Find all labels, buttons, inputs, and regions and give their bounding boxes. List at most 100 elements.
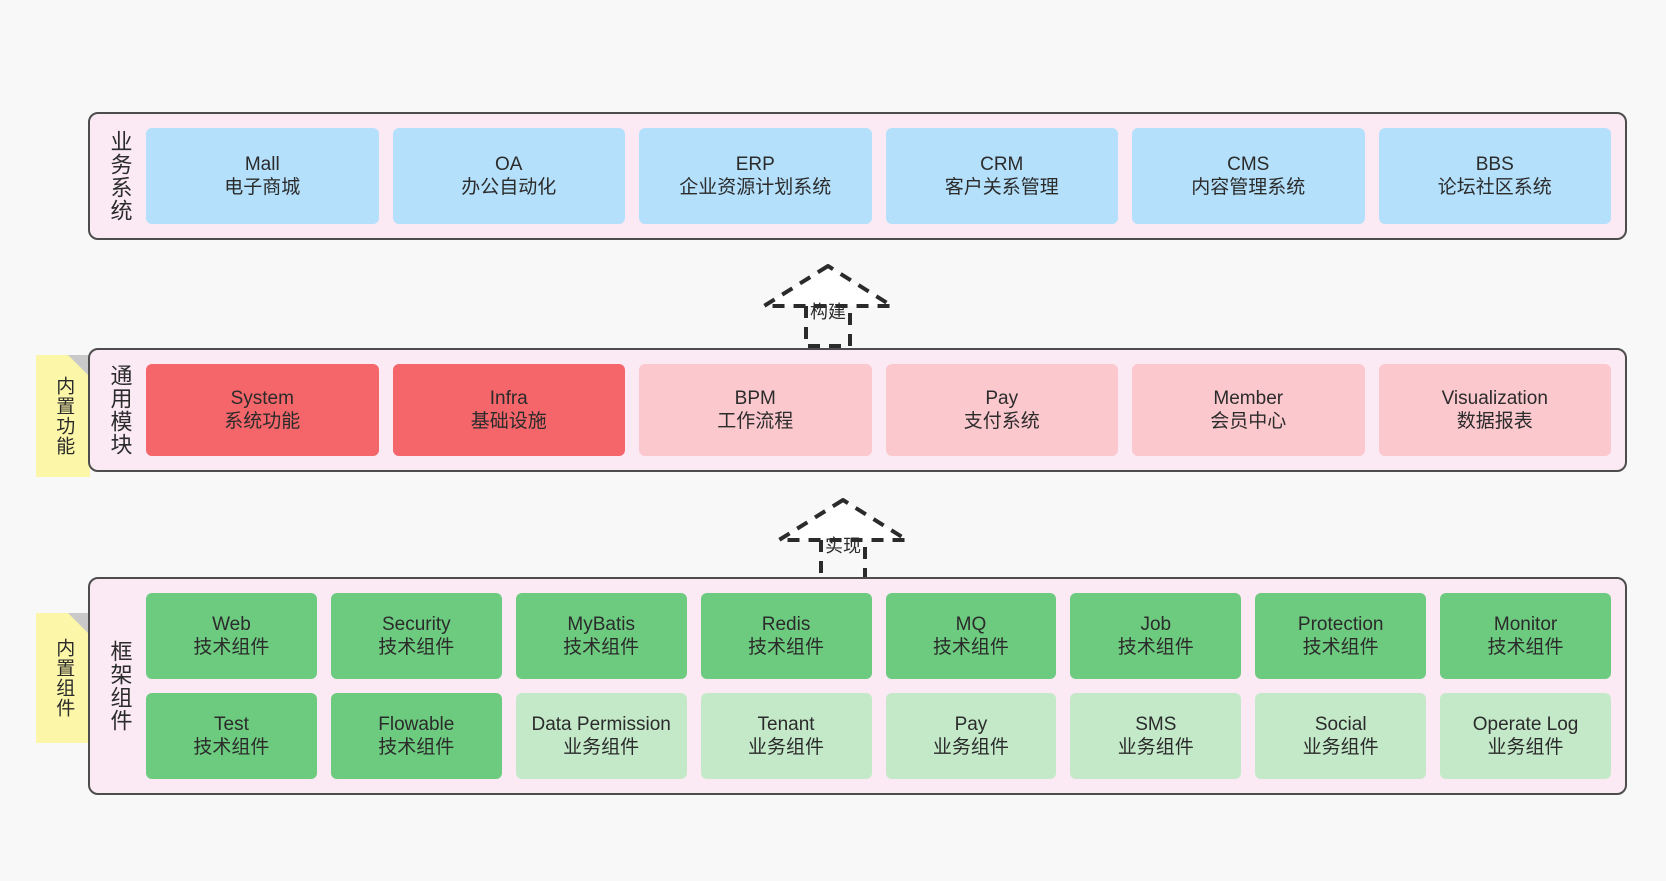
- card-row: Web 技术组件 Security 技术组件 MyBatis 技术组件 Redi…: [146, 593, 1611, 679]
- card-grid-common-module: System 系统功能 Infra 基础设施 BPM 工作流程 Pay 支付系统…: [146, 350, 1611, 470]
- module-card-subtitle: 内容管理系统: [1191, 177, 1306, 198]
- module-card-web[interactable]: Web 技术组件: [146, 593, 317, 679]
- module-card-subtitle: 技术组件: [1487, 637, 1564, 658]
- module-card-title: Pay: [954, 713, 988, 735]
- module-card-title: Redis: [761, 613, 811, 635]
- module-card-subtitle: 系统功能: [224, 411, 301, 432]
- module-card-social[interactable]: Social 业务组件: [1255, 693, 1427, 779]
- module-card-mall[interactable]: Mall 电子商城: [146, 128, 379, 224]
- module-card-pay[interactable]: Pay 支付系统: [885, 364, 1118, 456]
- module-card-visualization[interactable]: Visualization 数据报表: [1378, 364, 1611, 456]
- module-card-job[interactable]: Job 技术组件: [1070, 593, 1242, 679]
- module-card-subtitle: 技术组件: [193, 637, 270, 658]
- module-card-title: System: [230, 387, 294, 409]
- sticky-note-builtin-component: 内置组件: [36, 613, 90, 743]
- module-card-erp[interactable]: ERP 企业资源计划系统: [639, 128, 872, 224]
- connector-implement: 实现: [755, 492, 935, 582]
- module-card-subtitle: 技术组件: [378, 637, 455, 658]
- module-card-tenant[interactable]: Tenant 业务组件: [700, 693, 872, 779]
- module-card-security[interactable]: Security 技术组件: [330, 593, 502, 679]
- layer-business-system: 业务系统 Mall 电子商城 OA 办公自动化 ERP 企业资源计划系统 CRM…: [88, 112, 1627, 240]
- module-card-subtitle: 会员中心: [1210, 411, 1287, 432]
- module-card-subtitle: 基础设施: [470, 411, 547, 432]
- connector-build: 构建: [740, 258, 920, 348]
- module-card-title: Monitor: [1493, 613, 1558, 635]
- module-card-system[interactable]: System 系统功能: [146, 364, 379, 456]
- module-card-redis[interactable]: Redis 技术组件: [700, 593, 872, 679]
- module-card-pay-business[interactable]: Pay 业务组件: [885, 693, 1057, 779]
- layer-common-module: 通用模块 System 系统功能 Infra 基础设施 BPM 工作流程 Pay…: [88, 348, 1627, 472]
- module-card-mybatis[interactable]: MyBatis 技术组件: [515, 593, 687, 679]
- module-card-subtitle: 业务组件: [1302, 737, 1379, 758]
- module-card-infra[interactable]: Infra 基础设施: [392, 364, 625, 456]
- module-card-title: Job: [1140, 613, 1172, 635]
- layer-title-framework-component: 框架组件: [107, 640, 133, 732]
- module-card-subtitle: 技术组件: [378, 737, 455, 758]
- layer-title-business-system: 业务系统: [107, 130, 133, 222]
- module-card-subtitle: 工作流程: [717, 411, 794, 432]
- module-card-mq[interactable]: MQ 技术组件: [885, 593, 1057, 679]
- module-card-member[interactable]: Member 会员中心: [1132, 364, 1365, 456]
- realization-arrow-icon: [762, 264, 894, 348]
- module-card-test[interactable]: Test 技术组件: [146, 693, 317, 779]
- card-grid-business-system: Mall 电子商城 OA 办公自动化 ERP 企业资源计划系统 CRM 客户关系…: [146, 114, 1611, 238]
- module-card-subtitle: 技术组件: [563, 637, 640, 658]
- module-card-bpm[interactable]: BPM 工作流程: [639, 364, 872, 456]
- module-card-cms[interactable]: CMS 内容管理系统: [1132, 128, 1365, 224]
- note-fold-corner-icon: [68, 355, 90, 377]
- module-card-subtitle: 技术组件: [748, 637, 825, 658]
- module-card-title: Operate Log: [1472, 713, 1579, 735]
- module-card-title: MyBatis: [567, 613, 635, 635]
- sticky-note-label: 内置组件: [53, 638, 75, 718]
- module-card-title: Pay: [985, 387, 1019, 409]
- module-card-title: Member: [1213, 387, 1284, 409]
- module-card-title: Tenant: [757, 713, 815, 735]
- module-card-title: Flowable: [378, 713, 455, 735]
- module-card-protection[interactable]: Protection 技术组件: [1255, 593, 1427, 679]
- module-card-bbs[interactable]: BBS 论坛社区系统: [1378, 128, 1611, 224]
- module-card-subtitle: 技术组件: [1117, 637, 1194, 658]
- card-row: System 系统功能 Infra 基础设施 BPM 工作流程 Pay 支付系统…: [146, 364, 1611, 456]
- module-card-subtitle: 业务组件: [748, 737, 825, 758]
- module-card-operate-log[interactable]: Operate Log 业务组件: [1440, 693, 1611, 779]
- module-card-subtitle: 电子商城: [224, 177, 301, 198]
- module-card-title: SMS: [1135, 713, 1177, 735]
- module-card-title: Test: [214, 713, 249, 735]
- module-card-flowable[interactable]: Flowable 技术组件: [330, 693, 502, 779]
- module-card-data-permission[interactable]: Data Permission 业务组件: [515, 693, 687, 779]
- module-card-title: Security: [381, 613, 451, 635]
- module-card-subtitle: 办公自动化: [461, 177, 557, 198]
- module-card-monitor[interactable]: Monitor 技术组件: [1440, 593, 1611, 679]
- module-card-title: Mall: [244, 153, 280, 175]
- layer-title-common-module: 通用模块: [107, 364, 133, 456]
- module-card-subtitle: 技术组件: [193, 737, 270, 758]
- module-card-title: MQ: [955, 613, 987, 635]
- module-card-title: CMS: [1227, 153, 1270, 175]
- module-card-sms[interactable]: SMS 业务组件: [1070, 693, 1242, 779]
- note-fold-corner-icon: [68, 613, 90, 635]
- card-row: Test 技术组件 Flowable 技术组件 Data Permission …: [146, 693, 1611, 779]
- module-card-title: OA: [495, 153, 523, 175]
- module-card-title: Visualization: [1441, 387, 1548, 409]
- module-card-subtitle: 论坛社区系统: [1437, 177, 1552, 198]
- module-card-title: BBS: [1475, 153, 1514, 175]
- module-card-subtitle: 业务组件: [932, 737, 1009, 758]
- realization-arrow-icon: [777, 498, 909, 582]
- module-card-crm[interactable]: CRM 客户关系管理: [885, 128, 1118, 224]
- module-card-subtitle: 业务组件: [1487, 737, 1564, 758]
- connector-implement-label: 实现: [825, 536, 861, 556]
- module-card-title: Social: [1314, 713, 1367, 735]
- layer-framework-component: 框架组件 Web 技术组件 Security 技术组件 MyBatis 技术组件…: [88, 577, 1627, 795]
- module-card-title: BPM: [734, 387, 776, 409]
- module-card-oa[interactable]: OA 办公自动化: [392, 128, 625, 224]
- sticky-note-label: 内置功能: [53, 376, 75, 456]
- card-row: Mall 电子商城 OA 办公自动化 ERP 企业资源计划系统 CRM 客户关系…: [146, 128, 1611, 224]
- module-card-title: Data Permission: [531, 713, 671, 735]
- connector-build-label: 构建: [810, 302, 846, 322]
- card-grid-framework-component: Web 技术组件 Security 技术组件 MyBatis 技术组件 Redi…: [146, 579, 1611, 793]
- module-card-subtitle: 数据报表: [1456, 411, 1533, 432]
- module-card-subtitle: 客户关系管理: [944, 177, 1059, 198]
- module-card-subtitle: 支付系统: [963, 411, 1040, 432]
- module-card-subtitle: 业务组件: [563, 737, 640, 758]
